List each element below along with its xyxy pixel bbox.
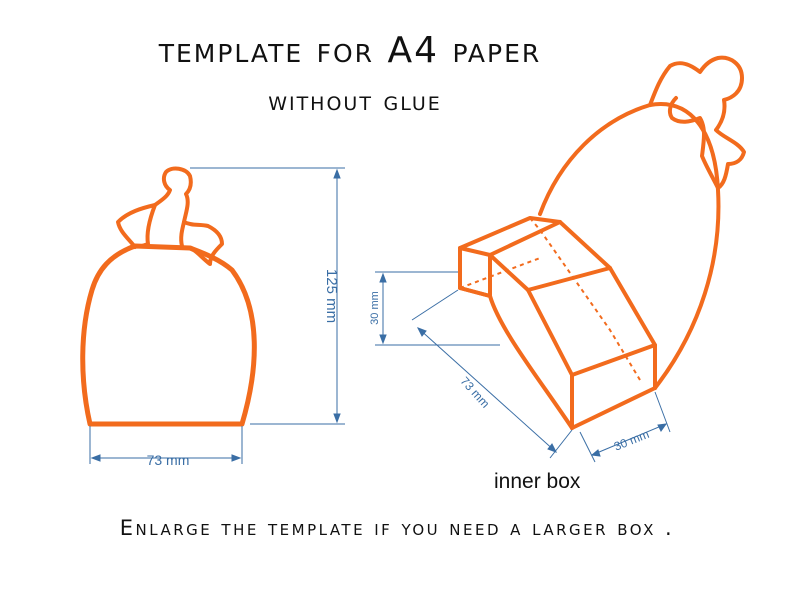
box-figure-silhouette [648, 55, 746, 190]
flat-dimension-lines [89, 167, 345, 464]
dim-flat-height: 125 mm [323, 269, 340, 323]
footer-note: Enlarge the template if you need a large… [119, 516, 675, 540]
page-subtitle: without glue [268, 86, 442, 117]
flat-figure-silhouette [116, 166, 224, 266]
box-dimension-lines [375, 271, 671, 463]
dim-box-height: 30 mm [369, 291, 381, 325]
box-hidden-lines [459, 217, 641, 381]
dim-box-width: 30 mm [612, 427, 651, 454]
inner-box-label: inner box [494, 470, 581, 493]
box-body-outline [458, 102, 721, 430]
page-title: template for A4 paper [158, 30, 542, 71]
dim-flat-width: 73 mm [147, 452, 190, 468]
flat-template-outline [80, 243, 257, 427]
